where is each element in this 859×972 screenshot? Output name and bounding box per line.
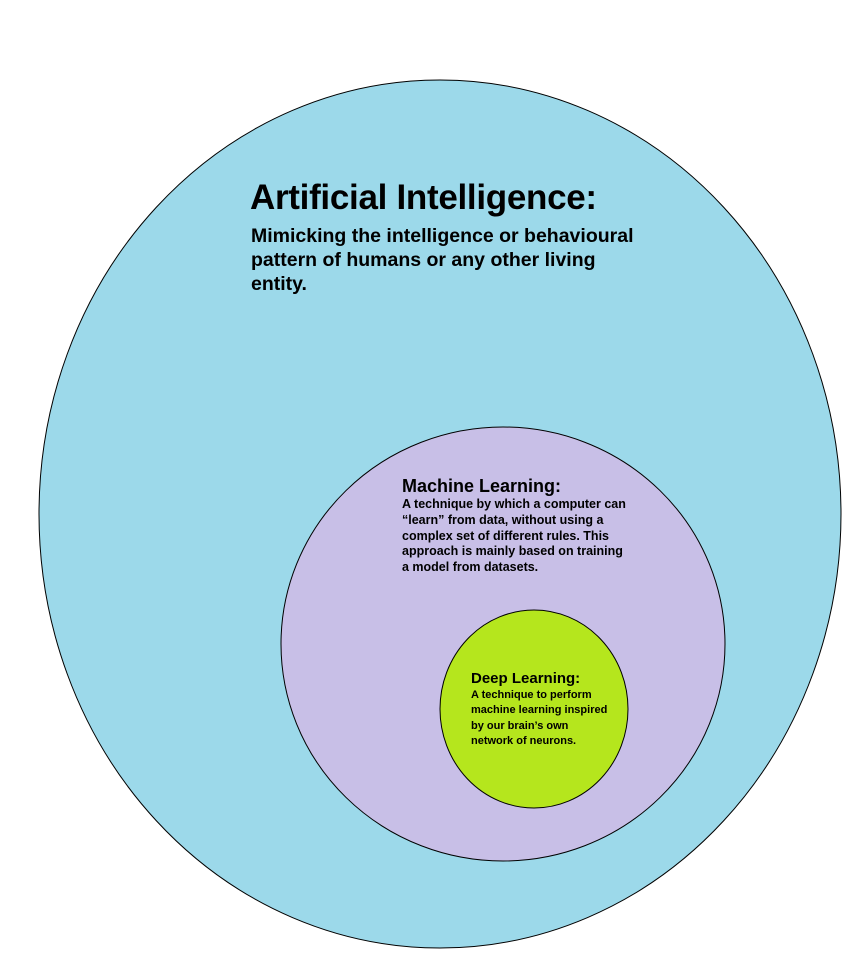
ml-description: A technique by which a computer can “lea… — [402, 497, 626, 575]
ml-title: Machine Learning: — [402, 476, 562, 496]
ai-title: Artificial Intelligence: — [250, 178, 597, 217]
dl-title: Deep Learning: — [471, 670, 581, 687]
ai-description: Mimicking the intelligence or behavioura… — [251, 225, 634, 295]
deep-learning-circle — [439, 609, 629, 809]
dl-description: A technique to perform machine learning … — [471, 689, 608, 747]
